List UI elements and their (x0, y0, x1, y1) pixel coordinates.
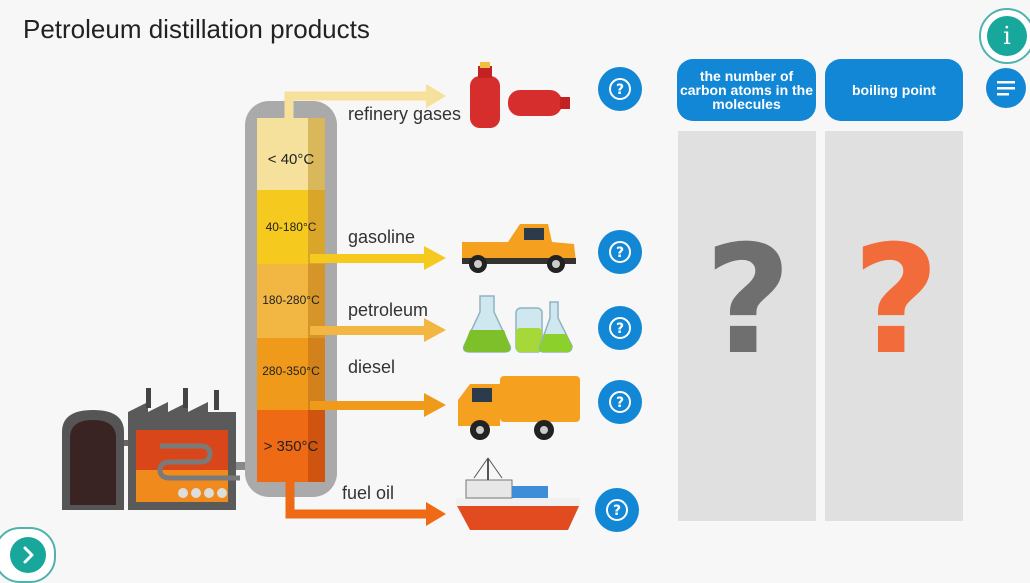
flasks-image (462, 295, 573, 353)
question-circle-icon: ? (606, 499, 628, 521)
product-label-petroleum: petroleum (348, 300, 429, 320)
info-button[interactable]: i (979, 8, 1030, 64)
question-circle-icon: ? (609, 391, 631, 413)
svg-text:?: ? (616, 395, 624, 411)
carbon-atoms-header-label: the number of carbon atoms in the molecu… (679, 68, 814, 112)
boiling-point-header-label: boiling point (852, 82, 936, 98)
pickup-truck-image (462, 224, 576, 273)
product-label-fuel-oil: fuel oil (342, 483, 395, 503)
arrow-refinery-gases (284, 84, 446, 118)
svg-text:?: ? (616, 82, 624, 98)
garbage-truck-image (458, 376, 580, 440)
carbon-atoms-drop-area[interactable] (678, 131, 816, 521)
next-button[interactable] (0, 527, 56, 583)
temp-label-refinery-gases: < 40°C (267, 151, 315, 168)
boiling-point-drop-area[interactable] (825, 131, 963, 521)
page-title: Petroleum distillation products (23, 14, 370, 44)
question-circle-icon: ? (609, 78, 631, 100)
product-label-refinery-gases: refinery gases (348, 104, 462, 124)
temp-label-petroleum: 180-280°C (262, 293, 320, 307)
menu-button[interactable] (986, 68, 1026, 108)
gas-cylinders-image (470, 62, 570, 128)
question-circle-icon: ? (609, 317, 631, 339)
arrow-fuel-oil (285, 482, 446, 526)
help-button-fuel-oil[interactable]: ? (595, 488, 639, 532)
arrow-petroleum (310, 318, 446, 342)
svg-text:?: ? (616, 321, 624, 337)
carbon-atoms-header[interactable]: the number of carbon atoms in the molecu… (677, 59, 816, 121)
arrow-diesel (310, 393, 446, 417)
temp-label-fuel-oil: > 350°C (263, 438, 319, 455)
svg-text:?: ? (613, 503, 621, 519)
help-button-refinery-gases[interactable]: ? (598, 67, 642, 111)
product-label-diesel: diesel (348, 357, 396, 377)
temp-label-diesel: 280-350°C (262, 364, 320, 378)
help-button-gasoline[interactable]: ? (598, 230, 642, 274)
boiling-point-header[interactable]: boiling point (825, 59, 963, 121)
chevron-right-icon (10, 537, 46, 573)
info-icon: i (987, 16, 1027, 56)
menu-lines-icon (997, 81, 1015, 96)
help-button-petroleum[interactable]: ? (598, 306, 642, 350)
refinery-factory (62, 388, 258, 510)
question-circle-icon: ? (609, 241, 631, 263)
temp-label-gasoline: 40-180°C (265, 220, 317, 234)
ship-image (456, 457, 580, 530)
svg-text:?: ? (616, 245, 624, 261)
product-label-gasoline: gasoline (348, 227, 416, 247)
help-button-diesel[interactable]: ? (598, 380, 642, 424)
arrow-gasoline (310, 246, 446, 270)
